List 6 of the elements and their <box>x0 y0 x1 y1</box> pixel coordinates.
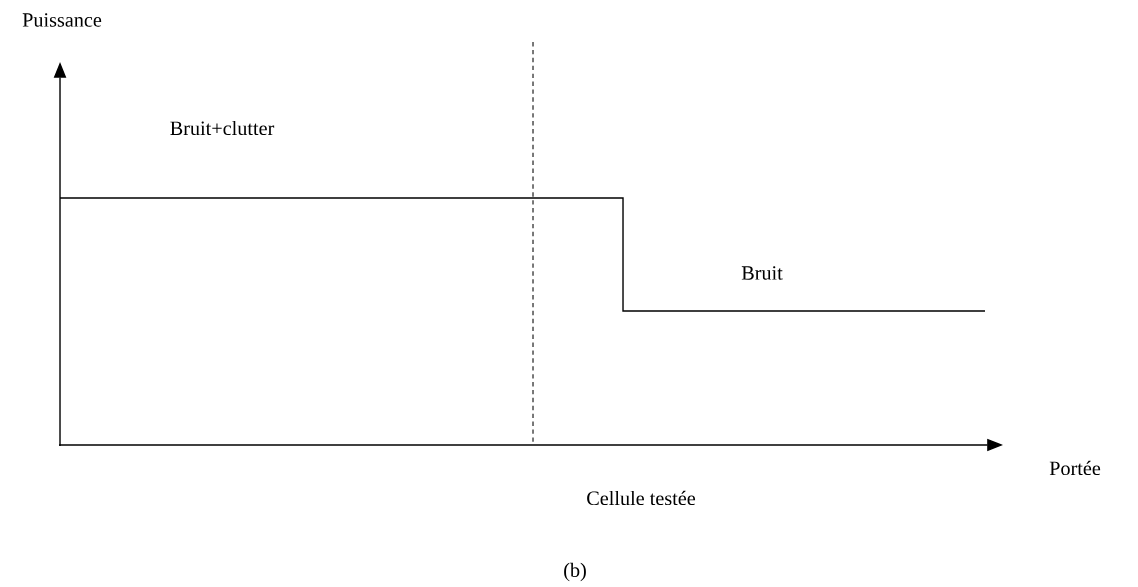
line-label: Cellule testée <box>587 490 696 506</box>
curve-label: Bruit+clutter <box>170 120 275 136</box>
curve-label: Bruit <box>741 266 783 280</box>
axis-label: Puissance <box>22 13 102 27</box>
caption: (b) <box>564 562 586 582</box>
axis-label: Portée <box>1049 460 1101 476</box>
